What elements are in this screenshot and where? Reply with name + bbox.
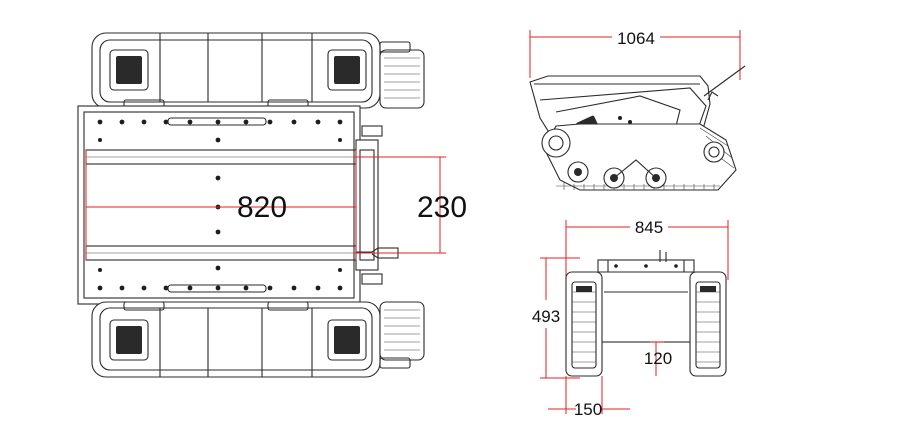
lower-track-pod bbox=[91, 301, 425, 378]
dimension-820: 820 bbox=[85, 150, 357, 260]
front-view: 845 493 120 bbox=[532, 218, 729, 419]
dimension-1064: 1064 bbox=[529, 29, 741, 80]
dimension-845: 845 bbox=[565, 218, 729, 280]
top-view-width-label: 230 bbox=[417, 191, 467, 224]
side-view-length-label: 1064 bbox=[617, 29, 655, 48]
dimension-150: 150 bbox=[548, 376, 630, 419]
top-view: 820 230 bbox=[77, 32, 467, 378]
dimension-230: 230 bbox=[356, 156, 467, 254]
front-view-width-label: 845 bbox=[635, 218, 663, 237]
track-width-label: 150 bbox=[574, 400, 602, 419]
dimension-493: 493 bbox=[532, 257, 580, 379]
top-view-length-label: 820 bbox=[237, 191, 287, 224]
main-chassis bbox=[77, 105, 383, 305]
front-view-height-label: 493 bbox=[532, 307, 560, 326]
dimension-120: 120 bbox=[644, 341, 672, 376]
ground-clearance-label: 120 bbox=[644, 349, 672, 368]
side-view: 1064 bbox=[529, 29, 746, 191]
upper-track-pod bbox=[91, 32, 425, 109]
